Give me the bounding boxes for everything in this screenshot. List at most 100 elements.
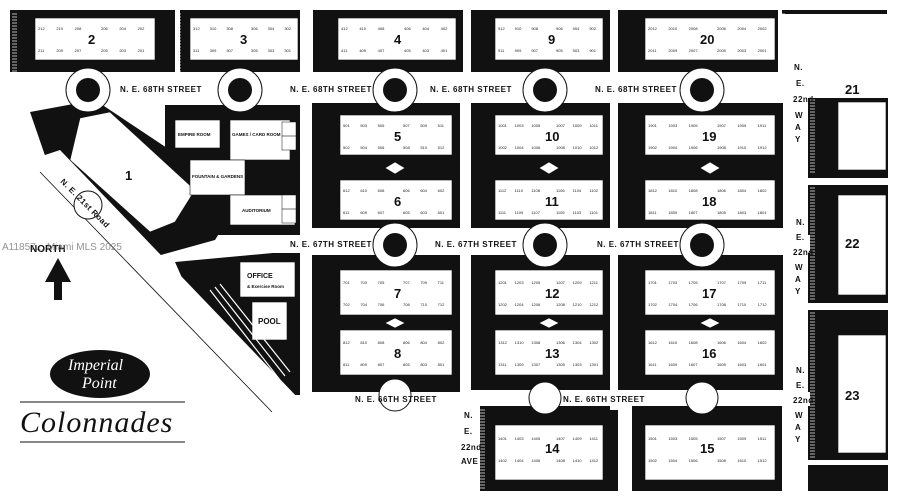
unit-label-b11-1103: 1103 (573, 210, 582, 215)
unit-label-b19-1911: 1911 (758, 123, 767, 128)
unit-label-b13-1303: 1303 (573, 362, 583, 367)
building-20-number: 20 (700, 32, 714, 47)
unit-label-b6-606: 606 (403, 188, 410, 193)
building-22-footprint (837, 194, 887, 296)
unit-label-b10-1007: 1007 (556, 123, 566, 128)
unit-label-b16-1611: 1611 (648, 362, 657, 367)
building-8-number: 8 (394, 346, 401, 361)
street-22nd-way-3-line2: E. (796, 381, 805, 390)
building-1-number: 1 (125, 168, 132, 183)
unit-label-b9-905: 905 (556, 48, 563, 53)
unit-label-b20-2012: 2012 (648, 26, 658, 31)
unit-label-b8-805: 805 (403, 362, 410, 367)
unit-label-b3-303: 303 (268, 48, 275, 53)
unit-label-b18-1803: 1803 (737, 210, 747, 215)
roundabout-68-d-core (533, 78, 557, 102)
unit-label-b17-1710: 1710 (737, 302, 747, 307)
roundabout-66-b (528, 381, 562, 415)
unit-label-b8-808: 808 (378, 340, 385, 345)
unit-label-b18-1801: 1801 (758, 210, 768, 215)
fountain-label: FOUNTAIN & GARDENS (192, 174, 243, 179)
unit-label-b13-1302: 1302 (589, 340, 599, 345)
unit-label-b17-1711: 1711 (758, 280, 767, 285)
unit-label-b5-507: 507 (403, 123, 410, 128)
unit-label-b18-1805: 1805 (717, 210, 727, 215)
building-14-number: 14 (545, 441, 560, 456)
logo-colonnades: Colonnades (20, 406, 173, 439)
unit-label-b18-1804: 1804 (737, 188, 747, 193)
unit-label-b8-810: 810 (360, 340, 367, 345)
unit-label-b10-1006: 1006 (531, 145, 541, 150)
unit-label-b11-1107: 1107 (531, 210, 540, 215)
unit-label-b17-1712: 1712 (758, 302, 768, 307)
building-4-footprint (337, 17, 457, 61)
unit-label-b11-1112: 1112 (498, 188, 507, 193)
unit-label-b14-1411: 1411 (589, 436, 598, 441)
unit-label-b7-701: 701 (343, 280, 350, 285)
street-67th-label-3: N. E. 67TH STREET (597, 240, 679, 249)
roundabout-68-b-core (228, 78, 252, 102)
unit-label-b15-1510: 1510 (737, 458, 747, 463)
unit-label-b19-1910: 1910 (737, 145, 747, 150)
unit-label-b5-505: 505 (378, 123, 385, 128)
unit-label-b14-1403: 1403 (515, 436, 525, 441)
unit-label-b7-710: 710 (420, 302, 427, 307)
unit-label-b3-309: 309 (210, 48, 217, 53)
building-23-number: 23 (845, 388, 859, 403)
unit-label-b8-806: 806 (403, 340, 410, 345)
unit-label-b2-206: 206 (101, 26, 108, 31)
unit-label-b11-1102: 1102 (589, 188, 598, 193)
street-22nd-way-3-line4: W (795, 411, 803, 420)
unit-label-b4-410: 410 (359, 26, 366, 31)
unit-label-b7-705: 705 (378, 280, 385, 285)
office-footprint (239, 261, 296, 298)
unit-label-b20-2011: 2011 (648, 48, 657, 53)
unit-label-b13-1307: 1307 (531, 362, 541, 367)
street-68th-label-4: N. E. 68TH STREET (595, 85, 677, 94)
unit-label-b18-1807: 1807 (689, 210, 699, 215)
roundabout-66-a (378, 378, 412, 412)
unit-label-b4-404: 404 (422, 26, 429, 31)
courtyard-diamonds (384, 161, 721, 329)
unit-label-b9-911: 911 (498, 48, 505, 53)
unit-label-b11-1101: 1101 (589, 210, 598, 215)
unit-label-b2-201: 201 (138, 48, 145, 53)
pool-label: POOL (258, 317, 281, 326)
unit-label-b12-1209: 1209 (573, 280, 583, 285)
unit-label-b8-807: 807 (378, 362, 385, 367)
pool-footprint (251, 301, 288, 341)
unit-label-b12-1207: 1207 (556, 280, 566, 285)
unit-label-b17-1701: 1701 (648, 280, 658, 285)
unit-label-b5-504: 504 (360, 145, 367, 150)
unit-label-b6-601: 601 (438, 210, 445, 215)
unit-label-b17-1707: 1707 (717, 280, 727, 285)
unit-label-b13-1304: 1304 (573, 340, 583, 345)
building-17-footprint (644, 269, 776, 316)
unit-label-b14-1402: 1402 (498, 458, 508, 463)
unit-label-b9-906: 906 (556, 26, 563, 31)
roundabout-67-a-core (383, 233, 407, 257)
unit-label-b9-904: 904 (573, 26, 580, 31)
unit-label-b8-804: 804 (420, 340, 427, 345)
building-7-number: 7 (394, 286, 401, 301)
unit-label-b12-1203: 1203 (515, 280, 525, 285)
office-label: OFFICE (247, 273, 273, 280)
unit-label-b9-912: 912 (498, 26, 505, 31)
roundabout-clubhouse (73, 190, 103, 220)
street-22nd-way-2-line2: E. (796, 233, 805, 242)
unit-label-b14-1410: 1410 (573, 458, 583, 463)
unit-label-b15-1509: 1509 (737, 436, 747, 441)
unit-label-b6-610: 610 (360, 188, 367, 193)
unit-label-b9-910: 910 (515, 26, 522, 31)
unit-label-b8-802: 802 (438, 340, 445, 345)
unit-label-b17-1702: 1702 (648, 302, 658, 307)
unit-label-b16-1601: 1601 (758, 362, 768, 367)
unit-label-b15-1512: 1512 (758, 458, 768, 463)
unit-label-b17-1705: 1705 (689, 280, 699, 285)
building-9-number: 9 (548, 32, 555, 47)
unit-label-b9-908: 908 (531, 26, 538, 31)
unit-label-b2-211: 211 (38, 48, 45, 53)
street-22nd-way-3-line1: N. (796, 366, 805, 375)
unit-label-b11-1108: 1108 (531, 188, 540, 193)
